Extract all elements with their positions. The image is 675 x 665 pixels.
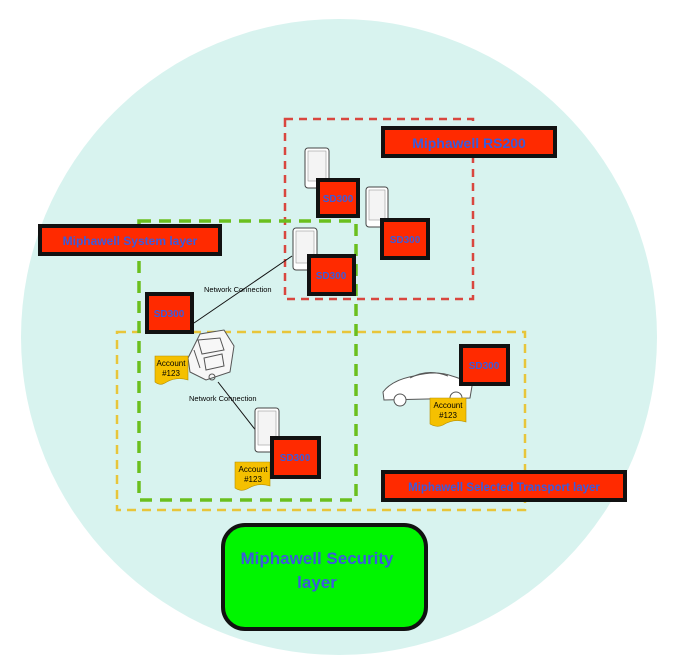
handheld-device-icon: [365, 186, 389, 228]
account-tag: Account #123: [154, 355, 189, 385]
svg-text:SD300: SD300: [390, 235, 421, 246]
atm-kiosk-icon: [187, 329, 235, 381]
svg-text:SD300: SD300: [154, 309, 185, 320]
sd300-badge: SD300: [380, 218, 430, 260]
security-layer-box: Miphawell Security layer: [221, 523, 428, 631]
system-layer-label: Miphawell System layer: [38, 224, 222, 256]
svg-text:Account: Account: [434, 401, 464, 410]
sd300-badge: SD300: [316, 178, 360, 218]
svg-text:SD300: SD300: [469, 361, 500, 372]
rs200-region-border: [283, 117, 475, 301]
svg-text:Account: Account: [157, 359, 187, 368]
transport-layer-label: Miphawell Selected Transport layer: [381, 470, 627, 502]
svg-text:#123: #123: [439, 411, 457, 420]
svg-text:SD300: SD300: [323, 194, 354, 205]
system-region-border: [137, 219, 358, 502]
svg-text:SD300: SD300: [316, 271, 347, 282]
svg-text:layer: layer: [297, 573, 337, 592]
sd300-badge: SD300: [307, 254, 356, 296]
network-connection-label-bottom: Network Connection: [189, 394, 257, 403]
svg-text:Miphawell System layer: Miphawell System layer: [63, 234, 198, 248]
svg-text:Account: Account: [239, 465, 269, 474]
account-tag: Account #123: [429, 397, 467, 427]
svg-text:#123: #123: [244, 475, 262, 484]
svg-text:SD300: SD300: [280, 453, 311, 464]
sd300-badge: SD300: [270, 436, 321, 479]
svg-text:Miphawell Security: Miphawell Security: [240, 549, 394, 568]
rs200-label: Miphawell RS200: [381, 126, 557, 158]
network-connection-label-top: Network Connection: [204, 285, 272, 294]
account-tag: Account #123: [234, 461, 271, 491]
svg-text:#123: #123: [162, 369, 180, 378]
svg-text:Miphawell Selected Transport: Miphawell Selected Transport layer: [408, 482, 600, 494]
sd300-badge: SD300: [459, 344, 510, 386]
handheld-device-icon: [304, 147, 330, 189]
sd300-badge: SD300: [145, 292, 194, 334]
network-connection-line-top: [193, 255, 293, 324]
svg-text:Miphawell RS200: Miphawell RS200: [412, 135, 526, 151]
transport-region-border: [115, 330, 527, 512]
